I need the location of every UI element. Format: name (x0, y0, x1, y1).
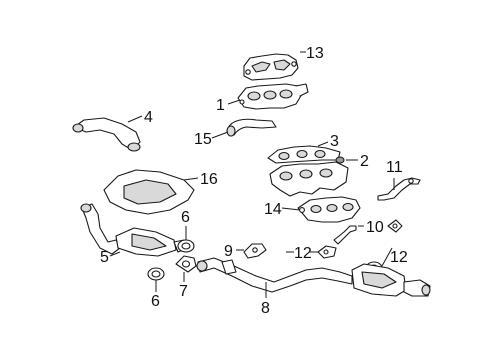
callout-7: 7 (179, 283, 188, 300)
leader-16 (183, 177, 199, 181)
leader-14 (281, 207, 301, 211)
leader-15 (211, 131, 229, 139)
part-12-middle-insulator (317, 245, 337, 259)
part-15-crossover-pipe (226, 118, 277, 137)
part-8-muffler-pipe (196, 257, 431, 297)
part-13-heat-shield (243, 53, 299, 81)
callout-12-middle: 12 (294, 245, 312, 262)
callout-11: 11 (386, 159, 403, 176)
part-9-hanger (243, 243, 267, 259)
part-14-lower-manifold (297, 196, 361, 223)
part-2-left-manifold (269, 156, 349, 197)
part-16-heat-shield (103, 169, 195, 215)
leader-1 (227, 99, 241, 105)
callout-3: 3 (330, 133, 339, 150)
callout-8: 8 (261, 300, 270, 317)
part-1-exhaust-manifold (237, 83, 309, 110)
callout-6-upper: 6 (181, 209, 190, 226)
callout-2: 2 (360, 153, 369, 170)
part-3-gasket (267, 145, 341, 164)
leader-3 (317, 141, 329, 147)
callout-9: 9 (224, 243, 233, 260)
part-10-hanger (333, 225, 357, 245)
part-5-catalytic-converter (80, 203, 189, 257)
callout-14: 14 (264, 201, 282, 218)
leader-lines (109, 51, 395, 298)
callout-6-lower: 6 (151, 293, 160, 310)
callout-4: 4 (144, 109, 153, 126)
leader-4 (127, 115, 143, 123)
callout-12-right: 12 (390, 249, 408, 266)
leader-12-right (381, 247, 393, 267)
callout-13: 13 (306, 45, 324, 62)
leader-5 (109, 251, 121, 257)
part-6-lower-gasket (147, 267, 165, 281)
callout-5: 5 (100, 249, 109, 266)
callout-1: 1 (216, 97, 225, 114)
callout-15: 15 (194, 131, 212, 148)
callout-10: 10 (366, 219, 384, 236)
part-6-upper-gasket (177, 239, 195, 253)
callout-16: 16 (200, 171, 218, 188)
part-7-flange (175, 255, 197, 273)
part-4-y-pipe (72, 117, 141, 152)
part-11-bracket (377, 177, 421, 201)
part-10-bracket (387, 219, 403, 233)
